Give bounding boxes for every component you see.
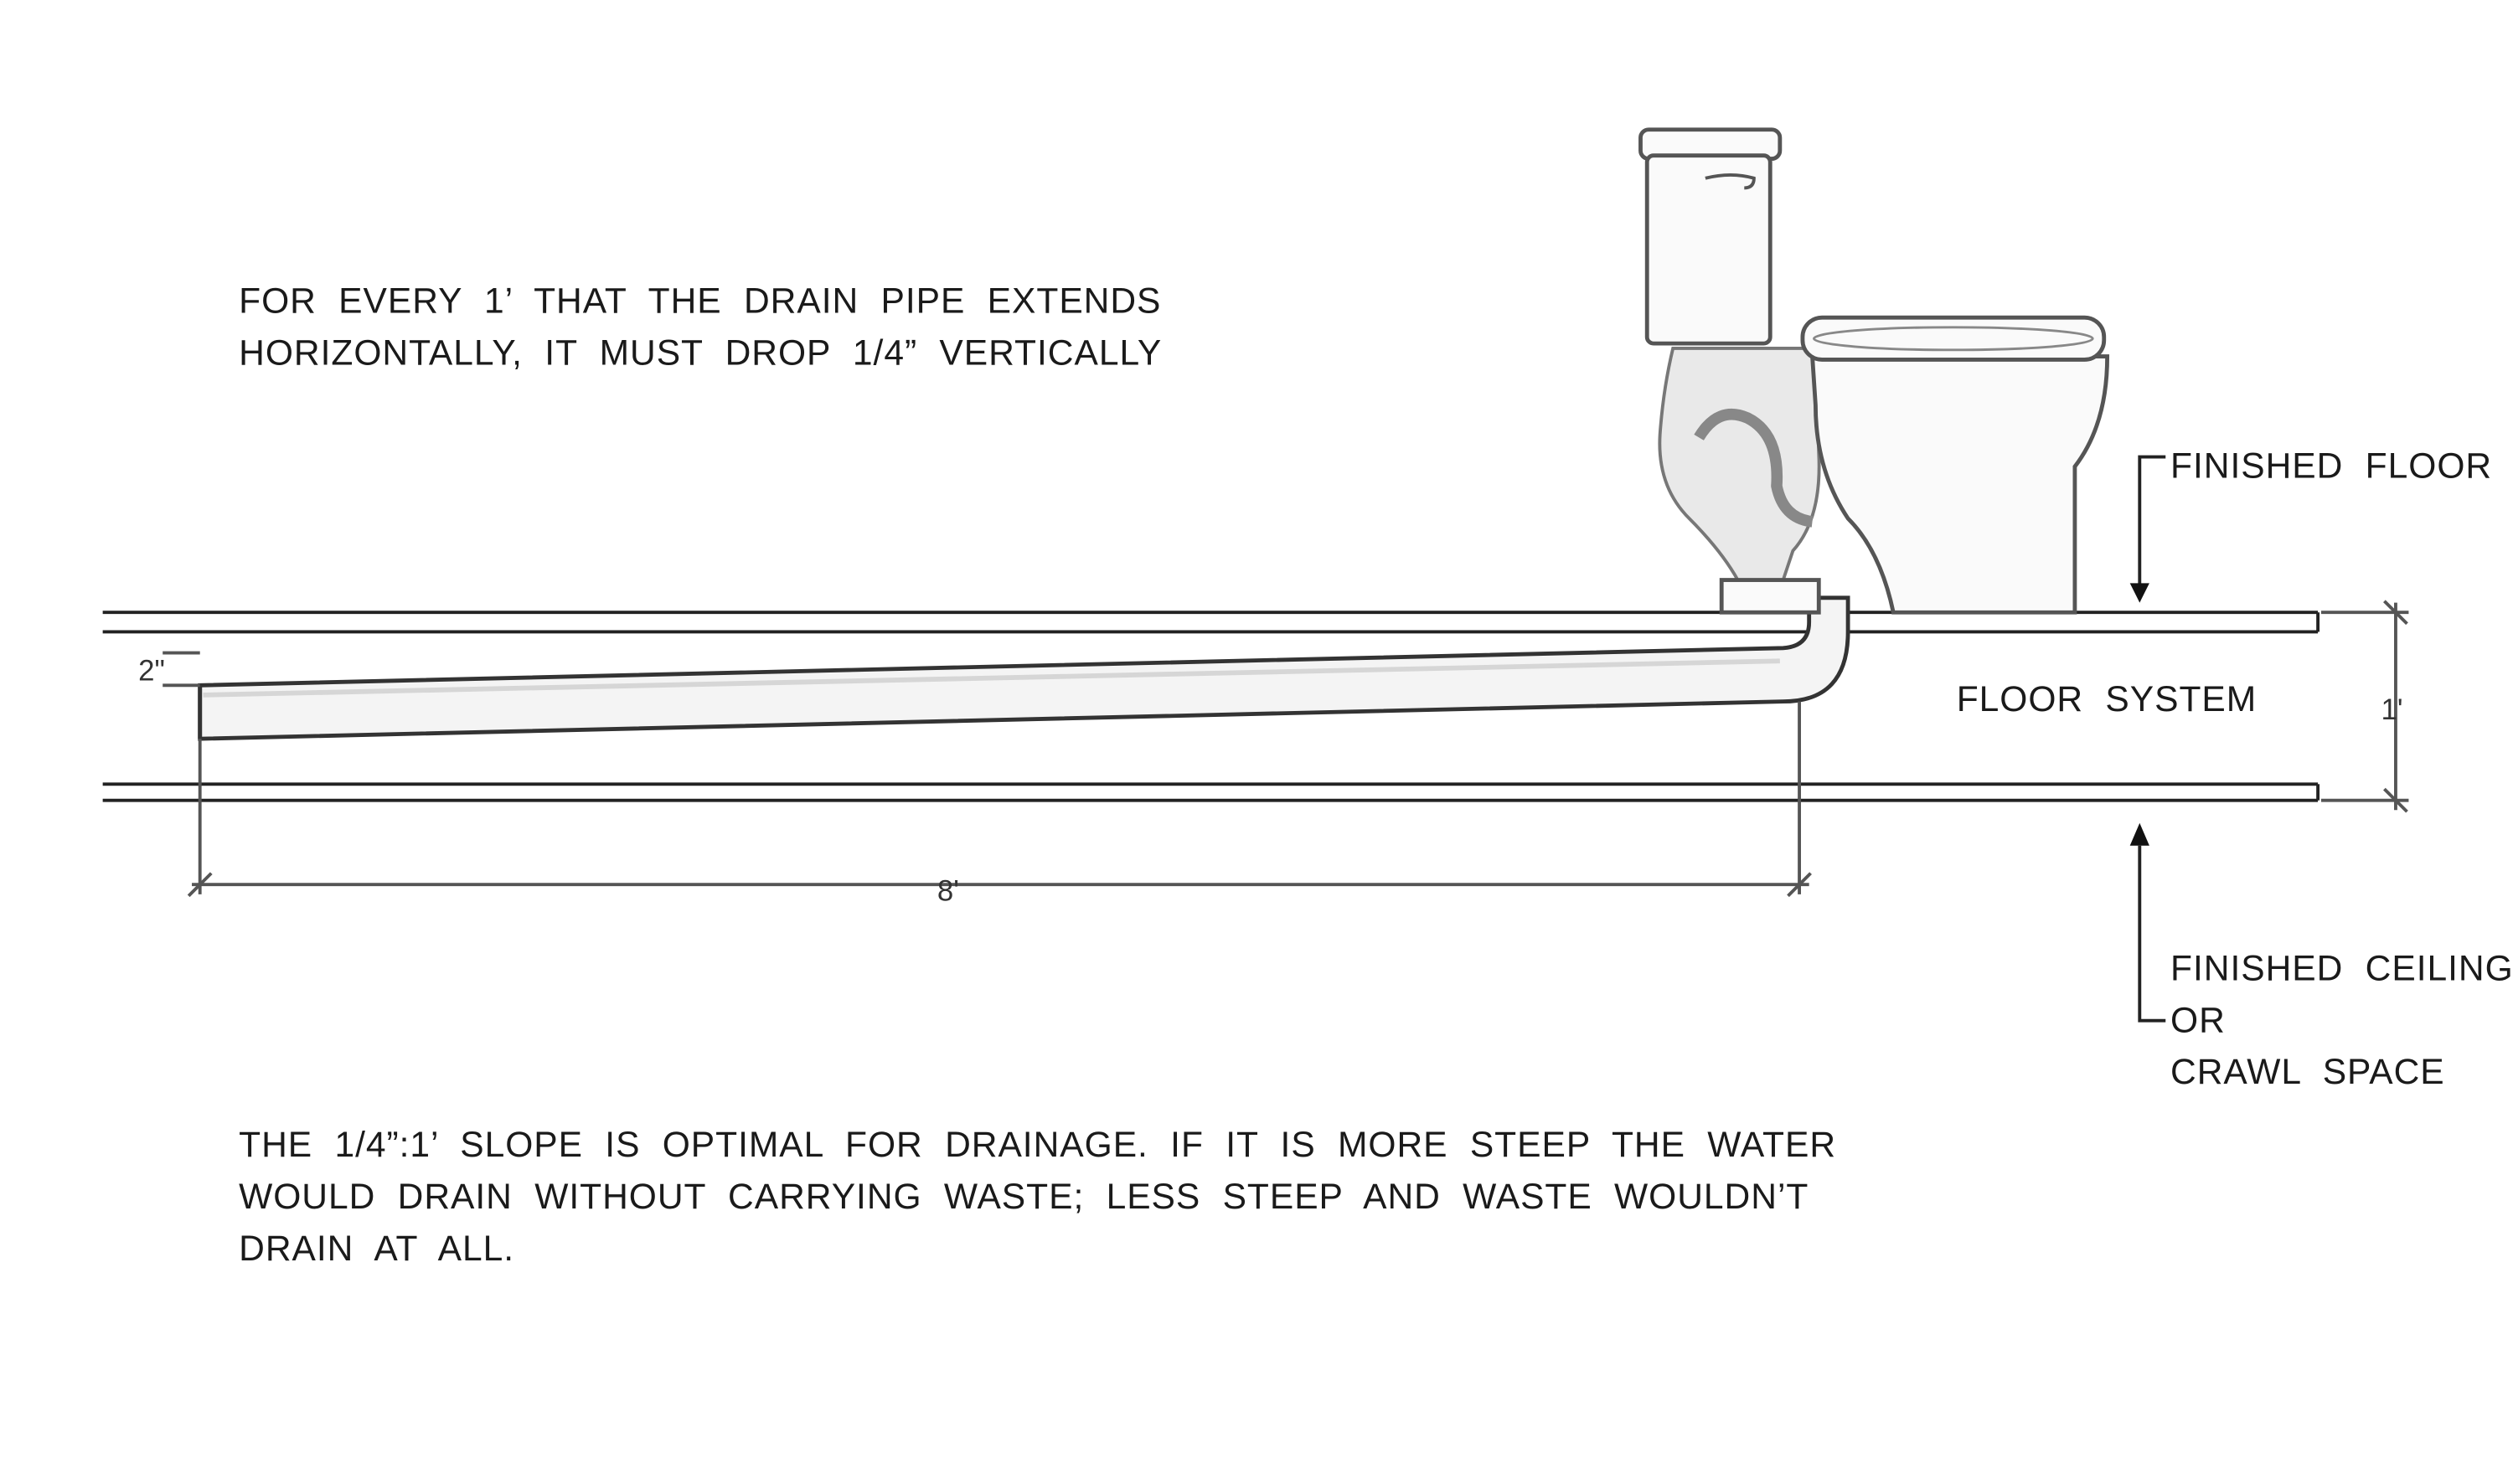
finished-ceiling-callout: FINISHED CEILING OR CRAWL SPACE <box>2129 822 2513 1092</box>
drop-dimension: 2" <box>138 651 200 687</box>
flush-handle-icon <box>1705 173 1756 190</box>
floor-depth-label: 1' <box>2381 693 2403 726</box>
slope-rule-line-2: HORIZONTALLY, IT MUST DROP 1/4” VERTICAL… <box>239 332 1162 373</box>
run-dimension-label: 8' <box>937 875 959 908</box>
finished-floor-label: FINISHED FLOOR <box>2170 446 2492 487</box>
slope-reason-line-1: THE 1/4”:1’ SLOPE IS OPTIMAL FOR DRAINAG… <box>239 1125 1836 1165</box>
finished-floor-callout: FINISHED FLOOR <box>2129 446 2492 603</box>
finished-ceiling-slab <box>102 782 2320 802</box>
floor-depth-dimension: 1' <box>2320 600 2409 813</box>
slope-reason-line-2: WOULD DRAIN WITHOUT CARRYING WASTE; LESS… <box>239 1177 1809 1217</box>
slope-rule-line-1: FOR EVERY 1’ THAT THE DRAIN PIPE EXTENDS <box>239 281 1161 321</box>
finished-ceiling-label-3: CRAWL SPACE <box>2170 1052 2445 1092</box>
finished-ceiling-label-1: FINISHED CEILING <box>2170 948 2513 988</box>
run-dimension: 8' <box>187 701 1812 908</box>
drop-dimension-label: 2" <box>138 654 165 687</box>
finished-ceiling-label-2: OR <box>2170 1000 2226 1040</box>
arrow-icon <box>2129 822 2149 846</box>
drain-pipe <box>198 595 1850 741</box>
slope-reason-line-3: DRAIN AT ALL. <box>239 1229 514 1269</box>
toilet-illustration <box>1638 127 2110 615</box>
floor-system-label: FLOOR SYSTEM <box>1957 679 2257 719</box>
arrow-icon <box>2129 583 2149 603</box>
finished-floor-slab <box>102 611 2320 634</box>
